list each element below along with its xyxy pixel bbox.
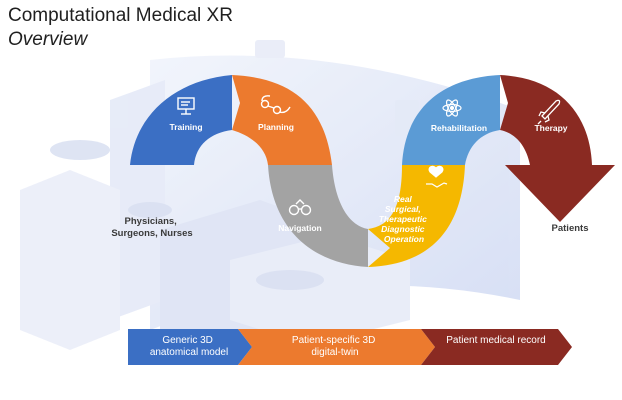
timeline-line: Patient medical record xyxy=(446,335,546,346)
actor-line: Physicians, xyxy=(125,216,177,227)
atom-icon xyxy=(442,99,462,117)
page-title: Computational Medical XR xyxy=(8,5,233,26)
timeline-bar xyxy=(128,329,572,365)
operation-line: Operation xyxy=(384,234,424,244)
actor-label-patients: Patients xyxy=(552,223,589,234)
operation-line: Surgical, xyxy=(385,204,421,214)
stage-navigation[interactable] xyxy=(268,165,368,267)
stage-label-operation: Real Surgical, Therapeutic Diagnostic Op… xyxy=(379,194,430,244)
stage-label-navigation: Navigation xyxy=(278,223,321,233)
process-ribbon xyxy=(130,75,615,267)
hand-heart-icon xyxy=(426,165,448,188)
timeline-line: Patient-specific 3D xyxy=(292,335,375,346)
operation-line: Diagnostic xyxy=(381,224,425,234)
binoculars-icon xyxy=(288,199,312,216)
stage-training[interactable] xyxy=(130,75,232,165)
stage-label-planning: Planning xyxy=(258,122,294,132)
stage-operation[interactable] xyxy=(368,165,465,267)
actor-line: Surgeons, Nurses xyxy=(111,228,192,239)
stage-label-training: Training xyxy=(169,122,202,132)
stage-label-therapy: Therapy xyxy=(534,123,567,133)
timeline-segment-digital-twin[interactable] xyxy=(238,329,435,365)
timeline-label-digital-twin: Patient-specific 3D digital-twin xyxy=(292,335,378,358)
operation-line: Therapeutic xyxy=(379,214,427,224)
presentation-board-icon xyxy=(177,97,195,115)
timeline-label-generic-model: Generic 3D anatomical model xyxy=(150,335,228,358)
stage-planning[interactable] xyxy=(232,75,332,165)
actor-label-clinicians: Physicians, Surgeons, Nurses xyxy=(111,216,192,239)
timeline-line: Generic 3D xyxy=(162,335,213,346)
pathway-icon xyxy=(260,95,291,115)
timeline-segment-medical-record[interactable] xyxy=(421,329,572,365)
operation-line: Real xyxy=(394,194,413,204)
stage-rehabilitation[interactable] xyxy=(402,75,500,165)
timeline-label-medical-record: Patient medical record xyxy=(446,335,546,346)
rocket-icon xyxy=(537,99,561,125)
timeline-line: anatomical model xyxy=(150,347,228,358)
timeline-segment-generic-model[interactable] xyxy=(128,329,252,365)
stage-label-rehabilitation: Rehabilitation xyxy=(431,123,487,133)
stage-therapy[interactable] xyxy=(500,75,615,222)
timeline-line: digital-twin xyxy=(311,347,358,358)
page-subtitle: Overview xyxy=(8,29,88,50)
